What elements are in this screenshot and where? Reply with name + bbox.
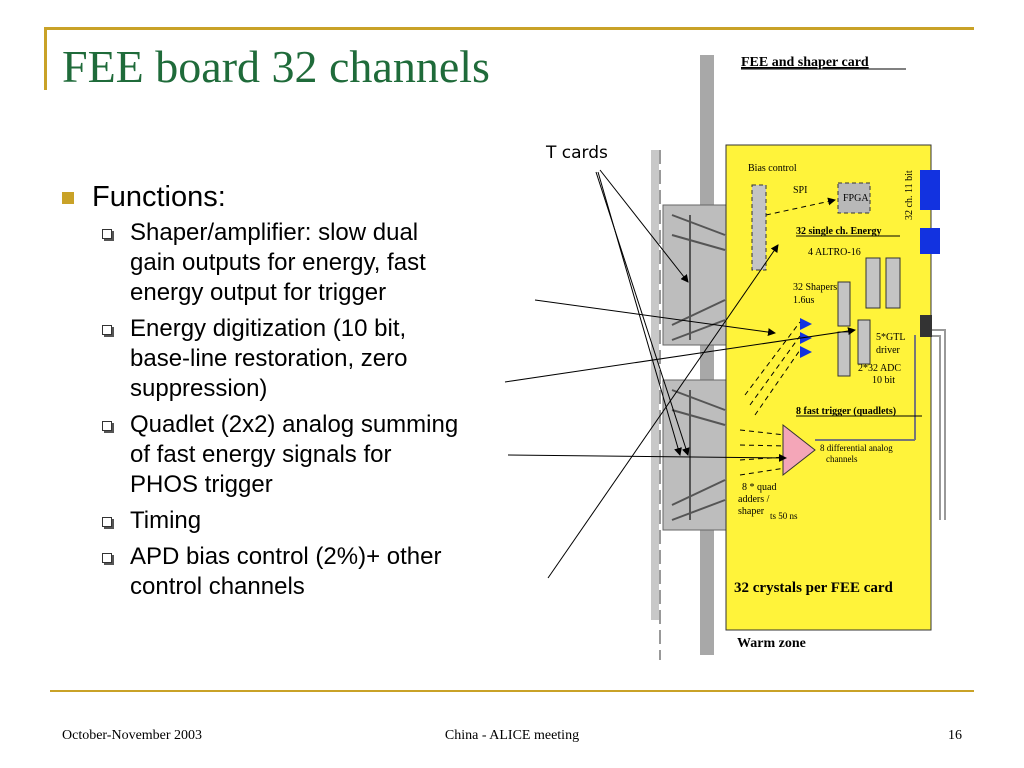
spi-label: SPI <box>793 185 807 196</box>
connector-upper <box>920 170 940 210</box>
shapers-label: 32 Shapers <box>793 282 837 293</box>
quad-adders-label: 8 * quad <box>742 482 776 493</box>
shaper-triangles <box>800 318 812 358</box>
shapers-time: 1.6us <box>793 295 815 306</box>
footer-event: China - ALICE meeting <box>444 728 580 743</box>
fpga-block <box>837 182 871 214</box>
hollow-square-bullet-icon <box>102 229 112 239</box>
hollow-square-bullet-icon <box>102 325 112 335</box>
bullet-label: Functions: <box>92 181 226 213</box>
signal-fan <box>739 321 801 476</box>
shaper-chip <box>837 281 851 327</box>
adc-bits: 10 bit <box>872 375 895 386</box>
fpga-label: FPGA <box>843 193 869 204</box>
support-plate <box>651 150 659 620</box>
connector-lower <box>920 228 940 254</box>
footer-date: October-November 2003 <box>62 728 203 743</box>
bullet-list: Functions: Shaper/amplifier: slow dual g… <box>60 180 580 608</box>
gtl-sub: driver <box>876 345 901 356</box>
altro-chip <box>865 257 881 309</box>
sub-bullet: Energy digitization (10 bit, base-line r… <box>102 314 580 404</box>
callout-quadlet <box>507 453 787 462</box>
output-cable <box>932 329 946 520</box>
adc-label: 2*32 ADC <box>858 363 901 374</box>
sub-bullet: Timing <box>102 506 580 536</box>
quad-adders-line2: adders / <box>738 494 770 505</box>
sub-bullet: Shaper/amplifier: slow dual gain outputs… <box>102 218 580 308</box>
energy-label: 32 single ch. Energy <box>796 226 882 237</box>
channel-side-label: 32 ch. 11 bit <box>904 170 915 220</box>
bias-control-block <box>751 184 767 271</box>
output-plug <box>920 315 932 337</box>
crystals-label: 32 crystals per FEE card <box>734 580 894 596</box>
fast-trigger-label: 8 fast trigger (quadlets) <box>796 406 896 417</box>
sub-bullet-text: Energy digitization (10 bit, base-line r… <box>130 315 408 402</box>
quad-adder-triangle <box>782 423 816 477</box>
sub-bullet-text: Timing <box>130 507 202 534</box>
t-cards-pointer <box>599 169 689 283</box>
quad-adders-line3: shaper <box>738 506 765 517</box>
altro-chip <box>885 257 901 309</box>
diff-analog-sub: channels <box>826 454 858 464</box>
altro-label: 4 ALTRO-16 <box>808 247 861 258</box>
slide-title: FEE board 32 channels <box>62 41 490 92</box>
shaper-chip <box>837 331 851 377</box>
t-cards-label: T cards <box>545 143 608 163</box>
callout-digitization <box>504 327 856 383</box>
hollow-square-bullet-icon <box>102 553 112 563</box>
sub-bullet-text: Shaper/amplifier: slow dual gain outputs… <box>130 219 426 306</box>
bullet-functions: Functions: <box>60 180 580 214</box>
spi-link <box>765 197 836 216</box>
bullet-square-icon <box>62 192 74 204</box>
sub-bullet-text: APD bias control (2%)+ other control cha… <box>130 543 442 600</box>
diff-analog-label: 8 differential analog <box>820 443 893 453</box>
diagram-heading: FEE and shaper card <box>741 55 869 70</box>
t-cards-pointer <box>595 171 690 456</box>
footer-rule <box>50 690 974 692</box>
bias-control-label: Bias control <box>748 163 797 174</box>
adc-chip <box>857 319 871 365</box>
sub-bullet-list: Shaper/amplifier: slow dual gain outputs… <box>102 218 580 602</box>
warm-zone-label: Warm zone <box>737 636 806 651</box>
callout-bias <box>547 244 779 579</box>
callout-shaper <box>534 299 776 337</box>
top-rule <box>44 27 974 30</box>
sub-bullet: Quadlet (2x2) analog summing of fast ene… <box>102 410 580 500</box>
title-rule <box>44 30 47 90</box>
sub-bullet: APD bias control (2%)+ other control cha… <box>102 542 580 602</box>
slide-number: 16 <box>948 728 962 743</box>
quad-adders-time: ts 50 ns <box>770 511 798 521</box>
hollow-square-bullet-icon <box>102 517 112 527</box>
hollow-square-bullet-icon <box>102 421 112 431</box>
sub-bullet-text: Quadlet (2x2) analog summing of fast ene… <box>130 411 459 498</box>
gtl-label: 5*GTL <box>876 332 905 343</box>
